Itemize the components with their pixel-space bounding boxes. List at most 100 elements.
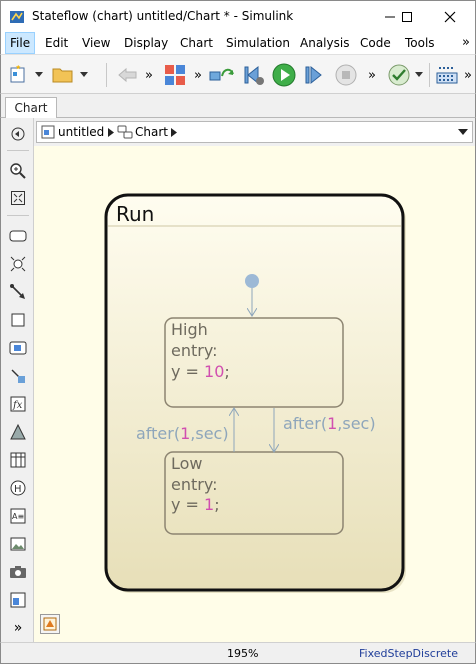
zoom-button[interactable] bbox=[8, 161, 28, 181]
toolbar: » » bbox=[0, 54, 476, 94]
menu-edit[interactable]: Edit bbox=[45, 36, 69, 50]
transition-1-pre: after( bbox=[283, 414, 327, 433]
menu-display[interactable]: Display bbox=[124, 36, 169, 50]
menu-overflow-button[interactable]: » bbox=[462, 35, 470, 50]
address-bar: untitled Chart bbox=[34, 118, 476, 146]
menu-simulation[interactable]: Simulation bbox=[226, 36, 290, 50]
state-high[interactable]: High entry: y = 10; bbox=[164, 317, 344, 408]
menu-tools[interactable]: Tools bbox=[405, 36, 435, 50]
arrow-left-icon bbox=[118, 67, 137, 83]
history-junction-tool[interactable]: H bbox=[8, 478, 28, 498]
menu-code[interactable]: Code bbox=[360, 36, 391, 50]
stateflow-diagram: Run High entry: y = 10; Low entry: y = 1… bbox=[104, 193, 406, 593]
run-button[interactable] bbox=[271, 63, 297, 87]
fit-view-icon bbox=[11, 191, 25, 205]
simulink-function-tool[interactable] bbox=[8, 338, 28, 358]
transition-tool[interactable] bbox=[8, 254, 28, 274]
stop-button[interactable] bbox=[334, 63, 358, 87]
simulink-function-icon bbox=[9, 341, 27, 355]
model-advisor-button[interactable] bbox=[387, 63, 411, 87]
menu-chart[interactable]: Chart bbox=[180, 36, 213, 50]
menu-analysis[interactable]: Analysis bbox=[300, 36, 350, 50]
truth-table-tool[interactable] bbox=[8, 450, 28, 470]
box-tool[interactable] bbox=[8, 310, 28, 330]
function-icon: fx bbox=[10, 396, 26, 412]
chart-canvas[interactable]: Run High entry: y = 10; Low entry: y = 1… bbox=[34, 146, 476, 642]
toolbar-more-1[interactable]: » bbox=[145, 67, 153, 83]
hide-explorer-button[interactable] bbox=[8, 124, 28, 144]
transition-low-to-high-label[interactable]: after(1,sec) bbox=[136, 424, 229, 443]
model-advisor-dropdown[interactable] bbox=[414, 63, 424, 87]
step-forward-icon bbox=[305, 65, 322, 85]
chart-icon bbox=[117, 125, 133, 139]
state-high-action-value: 10 bbox=[204, 362, 224, 381]
explorer-bar-button[interactable] bbox=[40, 614, 60, 634]
box-icon bbox=[11, 313, 25, 327]
breadcrumb-root[interactable]: untitled bbox=[58, 125, 105, 139]
state-low-name: Low bbox=[171, 454, 203, 473]
model-browser-button[interactable] bbox=[163, 63, 187, 87]
menu-bar: File Edit View Display Chart Simulation … bbox=[0, 32, 476, 54]
state-high-action: y = 10; bbox=[171, 362, 230, 381]
transition-0-post: ,sec) bbox=[190, 424, 228, 443]
state-tool[interactable] bbox=[8, 226, 28, 246]
status-bar: 195% FixedStepDiscrete bbox=[0, 642, 476, 664]
matlab-function-tool[interactable]: A≡ bbox=[8, 506, 28, 526]
fit-to-view-button[interactable] bbox=[8, 188, 28, 208]
update-diagram-button[interactable] bbox=[209, 63, 235, 87]
new-model-dropdown[interactable] bbox=[34, 63, 44, 87]
model-icon bbox=[41, 125, 55, 139]
transition-high-to-low-label[interactable]: after(1,sec) bbox=[283, 414, 376, 433]
open-dropdown[interactable] bbox=[79, 63, 89, 87]
svg-text:H: H bbox=[14, 484, 22, 495]
transition-1-value: 1 bbox=[327, 414, 337, 433]
update-diagram-icon bbox=[209, 68, 234, 81]
default-transition-dot[interactable] bbox=[245, 274, 259, 288]
menu-view[interactable]: View bbox=[82, 36, 111, 50]
default-transition-tool[interactable] bbox=[8, 282, 28, 302]
back-button[interactable] bbox=[117, 63, 139, 87]
new-model-button[interactable] bbox=[7, 63, 29, 87]
maximize-button[interactable] bbox=[390, 1, 424, 33]
palette-more-button[interactable]: » bbox=[13, 620, 23, 636]
state-icon bbox=[9, 230, 27, 242]
close-button[interactable] bbox=[433, 1, 467, 33]
simulink-state-tool[interactable] bbox=[8, 590, 28, 610]
history-junction-icon: H bbox=[10, 480, 26, 496]
library-browser-button[interactable] bbox=[435, 63, 459, 87]
superstate-run[interactable]: Run bbox=[104, 193, 406, 593]
chevron-down-icon bbox=[35, 72, 43, 77]
transition-0-value: 1 bbox=[180, 424, 190, 443]
minimize-button[interactable] bbox=[373, 1, 407, 33]
solver-link[interactable]: FixedStepDiscrete bbox=[359, 647, 458, 660]
menu-file[interactable]: File bbox=[5, 32, 35, 54]
step-back-button[interactable] bbox=[241, 63, 267, 87]
default-transition-icon bbox=[10, 284, 25, 299]
tab-chart[interactable]: Chart bbox=[5, 97, 57, 119]
new-model-icon bbox=[10, 65, 25, 83]
breadcrumb-child[interactable]: Chart bbox=[135, 125, 168, 139]
junction-tool[interactable] bbox=[8, 366, 28, 386]
library-grid-icon bbox=[436, 67, 458, 84]
folder-icon bbox=[52, 68, 73, 83]
superstate-label: Run bbox=[116, 202, 154, 226]
stateflow-icon bbox=[43, 617, 57, 631]
chevron-down-icon[interactable] bbox=[458, 129, 468, 136]
window-title: Stateflow (chart) untitled/Chart * - Sim… bbox=[32, 9, 294, 23]
check-icon bbox=[388, 64, 410, 86]
annotation-tool[interactable] bbox=[8, 422, 28, 442]
image-tool[interactable] bbox=[8, 534, 28, 554]
toolbar-more-4[interactable]: » bbox=[464, 67, 472, 83]
step-forward-button[interactable] bbox=[302, 63, 326, 87]
toolbar-more-3[interactable]: » bbox=[368, 67, 376, 83]
zoom-level: 195% bbox=[227, 647, 259, 660]
camera-tool[interactable] bbox=[8, 562, 28, 582]
close-icon bbox=[444, 11, 456, 23]
state-low[interactable]: Low entry: y = 1; bbox=[164, 451, 344, 535]
transition-0-pre: after( bbox=[136, 424, 180, 443]
graphical-function-tool[interactable]: fx bbox=[8, 394, 28, 414]
open-button[interactable] bbox=[51, 63, 75, 87]
maximize-icon bbox=[402, 12, 412, 22]
svg-text:fx: fx bbox=[12, 400, 23, 411]
toolbar-more-2[interactable]: » bbox=[194, 67, 202, 83]
